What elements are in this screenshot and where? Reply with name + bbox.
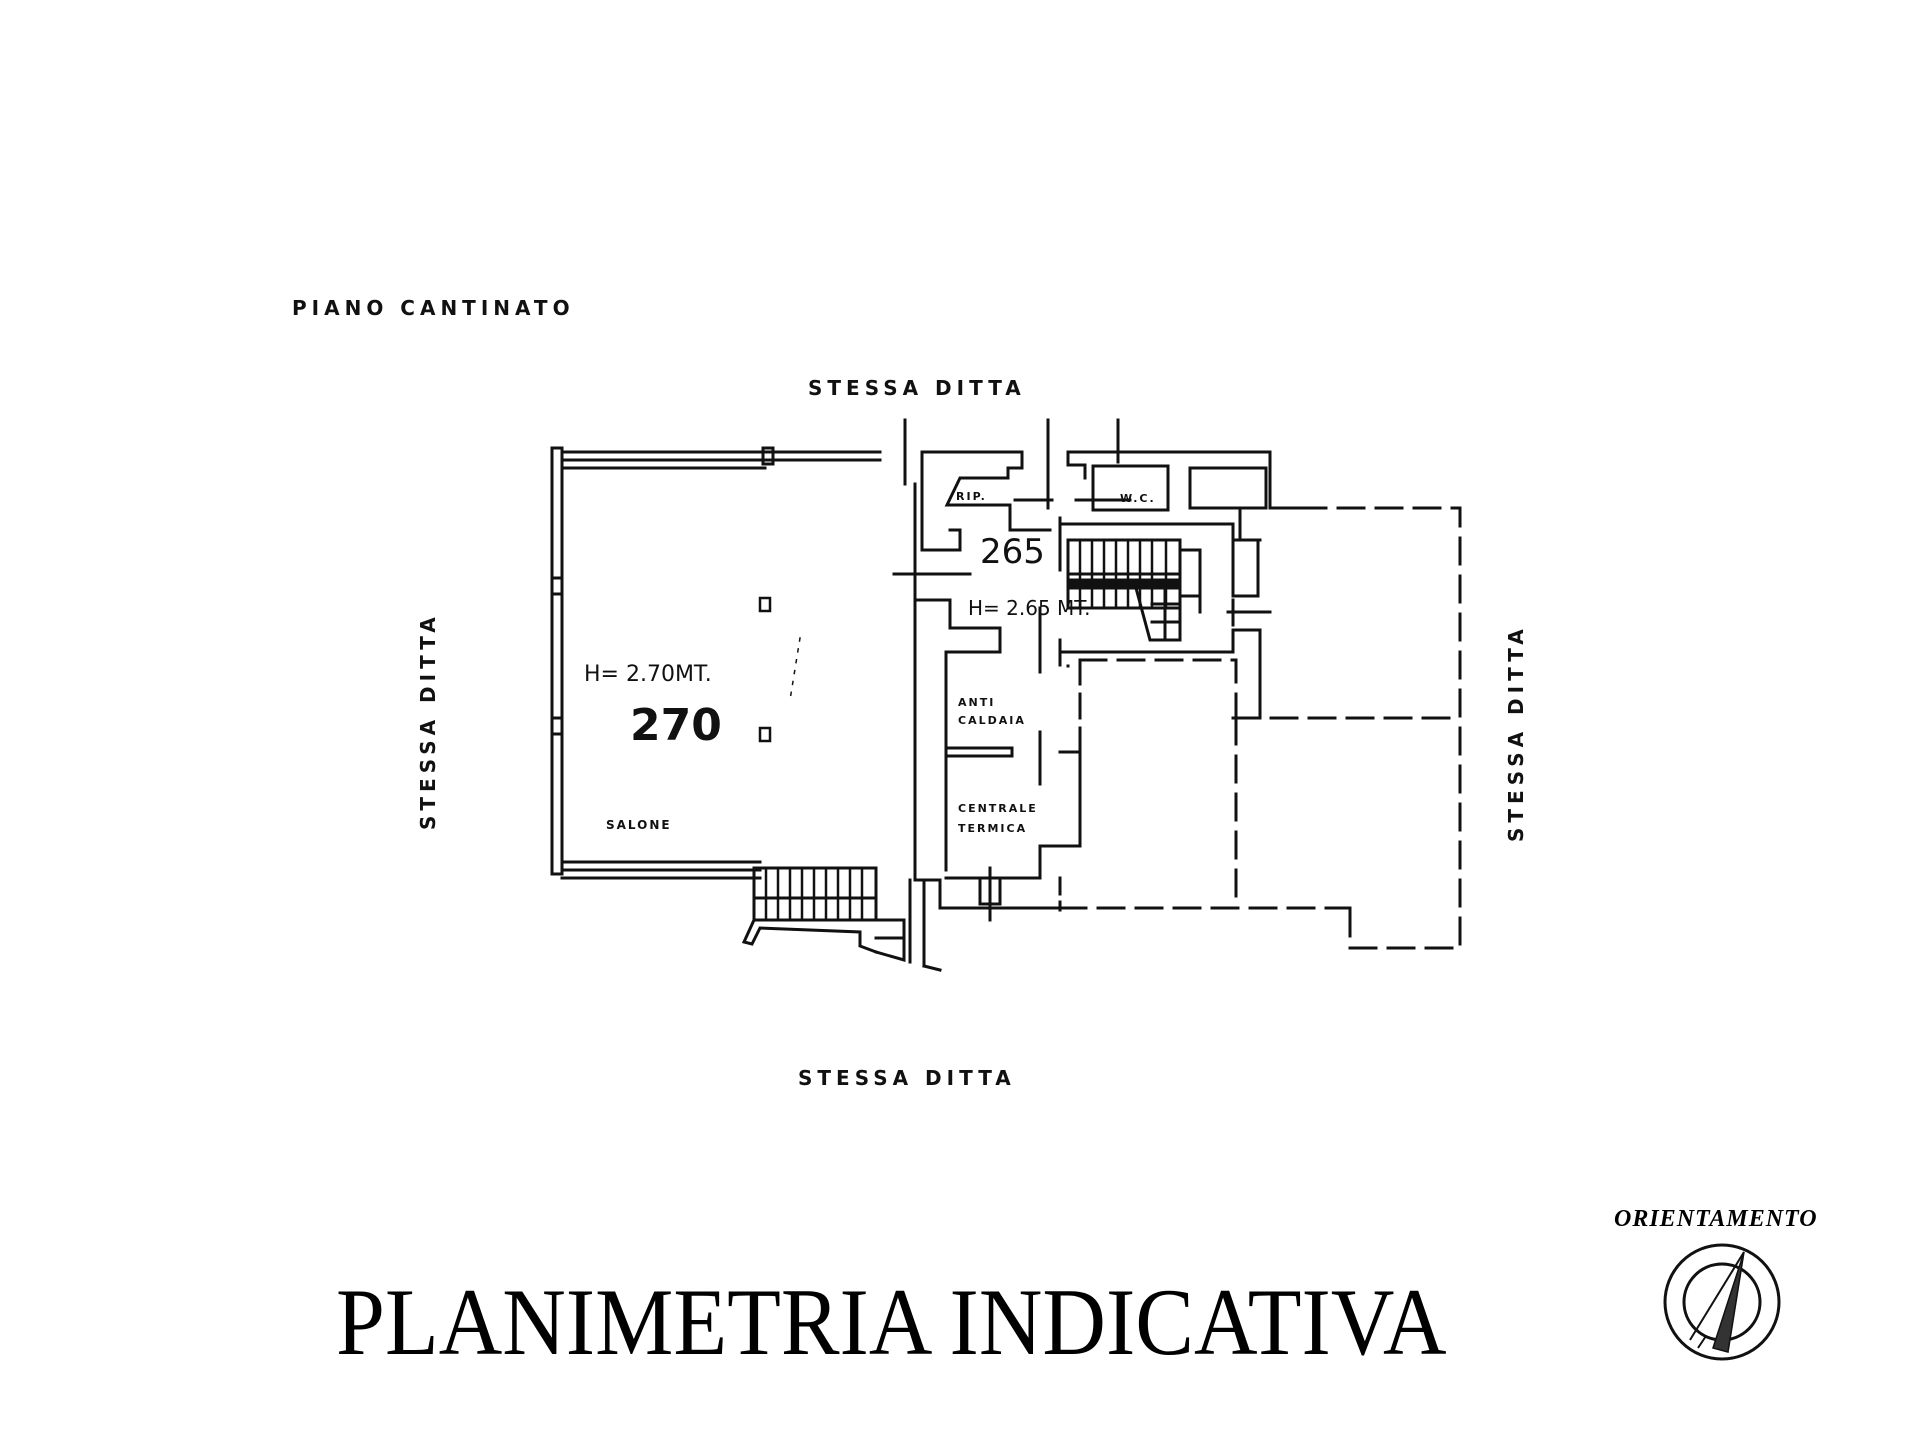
boundary-label-bottom: STESSA DITTA [798,1066,1016,1090]
orientation-label: ORIENTAMENTO [1614,1206,1818,1232]
corridor-height-note: H= 2.65 mt. [968,596,1091,620]
room-label-salone: SALONE [606,818,672,832]
floor-label: PIANO CANTINATO [292,296,575,320]
document-title: PLANIMETRIA INDICATIVA [336,1270,1447,1376]
salone-height-note: H= 2.70mt. [584,662,712,687]
room-label-centrale: CENTRALE [958,802,1038,815]
compass-icon [1663,1243,1781,1361]
boundary-label-top: STESSA DITTA [808,376,1026,400]
room-label-rip: RIP. [956,490,987,503]
room-label-caldaia: CALDAIA [958,714,1026,727]
room-label-wc: W.C. [1120,492,1156,505]
salone-height-value: 270 [630,700,722,751]
room-label-anti: ANTI [958,696,996,709]
room-label-termica: TERMICA [958,822,1028,835]
corridor-height-value: 265 [980,532,1045,572]
